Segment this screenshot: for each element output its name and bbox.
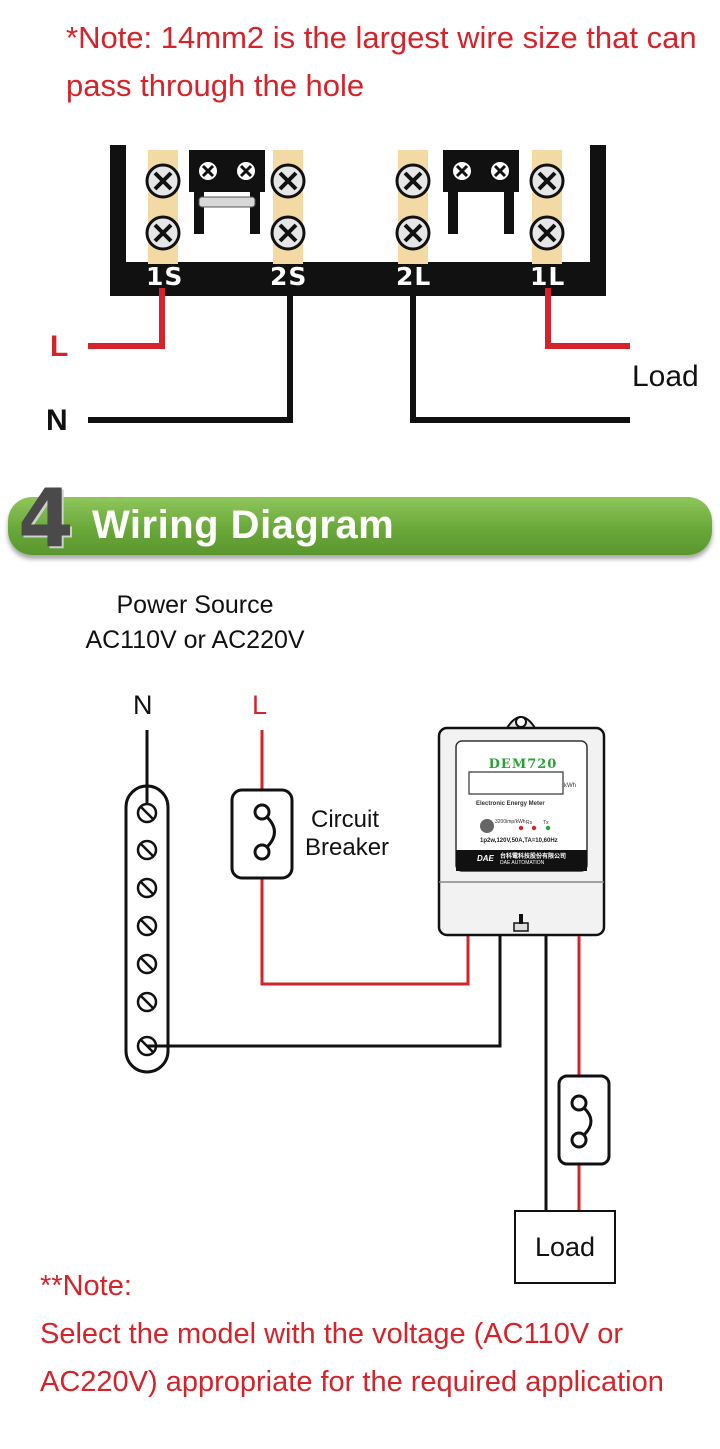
bottom-note-heading: **Note:: [40, 1270, 132, 1302]
line-meter-wire: [260, 852, 470, 986]
load-box-label: Load: [534, 1231, 596, 1262]
terminal-bar: [118, 262, 598, 288]
neutral-wire-out: [410, 288, 630, 423]
link-block-left: [189, 150, 265, 234]
wiring-diagram: [124, 716, 611, 1210]
section-title: Wiring Diagram: [92, 503, 395, 547]
circuit-breaker-label: Circuit Breaker: [305, 806, 389, 862]
load-box: Load: [514, 1210, 616, 1284]
screw-icon: [395, 215, 431, 251]
load-label: Load: [632, 360, 699, 393]
neutral-meter-wire: [147, 936, 502, 1048]
meter-subtitle: Electronic Energy Meter: [476, 801, 545, 807]
terminal-diagram: [88, 145, 630, 423]
neutral-wire-in: [88, 288, 293, 423]
meter-led2-label: Tx: [543, 820, 549, 826]
terminal-label-2s: 2S: [270, 262, 308, 291]
power-source-label: Power Source AC110V or AC220V: [60, 588, 330, 658]
power-source-line2: AC110V or AC220V: [85, 626, 305, 654]
screw-icon: [145, 163, 181, 199]
screw-icon: [529, 215, 565, 251]
circuit-breaker-line2: Breaker: [305, 834, 390, 861]
section-number: 4: [18, 472, 74, 565]
meter-model: DEM720: [488, 757, 558, 772]
circuit-breaker-icon: [230, 788, 294, 880]
bottom-note-body: Select the model with the voltage (AC110…: [40, 1318, 664, 1398]
meter-led1-label: Rs: [526, 820, 533, 826]
meter-spec: 1p2w,120V,50A,TA=10,60Hz: [480, 838, 558, 844]
bottom-note: **Note: Select the model with the voltag…: [40, 1262, 710, 1406]
link-block-right: [443, 150, 519, 234]
wiring-neutral-label: N: [133, 690, 153, 720]
circuit-breaker-line1: Circuit: [311, 806, 380, 833]
meter-brand-mark: DAE: [477, 854, 494, 863]
terminal-label-2l: 2L: [396, 262, 432, 291]
neutral-label: N: [46, 404, 68, 437]
screw-icon: [270, 215, 306, 251]
screw-icon: [270, 163, 306, 199]
section-banner: [8, 497, 712, 555]
screw-icon: [529, 163, 565, 199]
terminal-label-1l: 1L: [530, 262, 566, 291]
meter-unit: kWh: [564, 783, 576, 789]
circuit-breaker-icon: [557, 1074, 611, 1166]
line-wire-in: [88, 288, 165, 349]
wiring-line-label: L: [252, 690, 268, 720]
line-wire-out: [545, 288, 630, 349]
screw-icon: [145, 215, 181, 251]
top-note: *Note: 14mm2 is the largest wire size th…: [66, 20, 697, 103]
terminal-label-1s: 1S: [146, 262, 184, 291]
power-source-line1: Power Source: [116, 591, 274, 619]
neutral-bus-bar: [124, 784, 170, 1074]
meter-company-cn: 台科電科技股份有限公司: [500, 854, 567, 860]
line-label: L: [50, 330, 69, 363]
meter-company-en: DAE AUTOMATION: [500, 860, 545, 866]
energy-meter: [437, 716, 606, 937]
meter-impulse: 3200imp/kWh: [495, 819, 526, 825]
screw-icon: [395, 163, 431, 199]
